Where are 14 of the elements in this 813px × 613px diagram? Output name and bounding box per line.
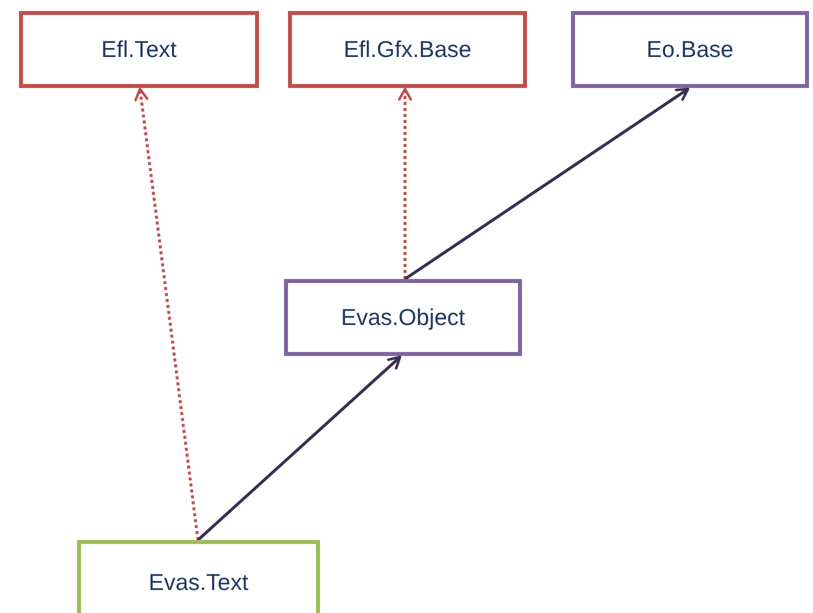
class-name: Evas.Text	[148, 568, 248, 597]
class-name: Efl.Gfx.Base	[344, 35, 472, 64]
class-name: Efl.Text	[101, 35, 177, 64]
class-box	[284, 279, 522, 356]
arrow	[197, 356, 402, 542]
class-box	[571, 11, 809, 88]
class-box	[19, 11, 259, 88]
class-name: Evas.Object	[341, 303, 465, 332]
class-name: Eo.Base	[646, 35, 734, 64]
class-box	[288, 11, 527, 88]
dashed-arrow	[134, 88, 200, 540]
arrow	[404, 88, 690, 280]
class-box	[77, 540, 320, 613]
dashed-arrow	[398, 88, 412, 279]
